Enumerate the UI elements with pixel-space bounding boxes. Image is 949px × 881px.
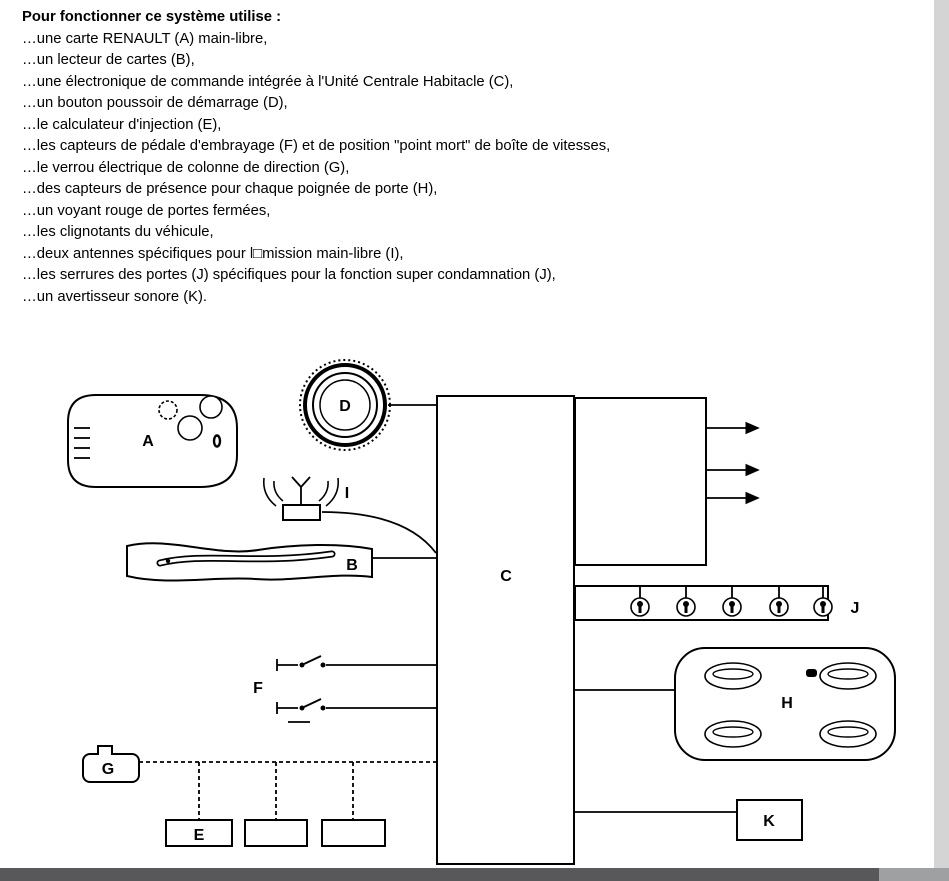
list-item: …les clignotants du véhicule,: [22, 224, 214, 240]
list-item: …un avertisseur sonore (K).: [22, 288, 208, 305]
lock-icon: [769, 586, 789, 617]
lock-icon: [813, 586, 833, 617]
page-right-margin: [934, 0, 949, 868]
label-h: H: [781, 695, 793, 712]
start-button-d: D: [299, 359, 391, 451]
bottom-box-3: [321, 819, 386, 847]
label-a: A: [142, 433, 154, 450]
intro-text: Pour fonctionner ce système utilise : …u…: [22, 7, 909, 308]
list-item: …les capteurs de pédale d'embrayage (F) …: [22, 138, 611, 154]
bottom-strip-segment: [879, 868, 949, 881]
system-diagram: C A D: [67, 359, 896, 865]
renault-card-a: A: [67, 394, 238, 488]
card-button: [177, 415, 203, 441]
steering-lock-g: G: [82, 745, 140, 783]
lock-icon: [630, 586, 650, 617]
lock-icon: [722, 586, 742, 617]
label-k: K: [763, 813, 775, 830]
card-keyring-hole: [212, 434, 222, 448]
list-item: …le calculateur d'injection (E),: [22, 116, 222, 133]
antenna-i: I: [262, 476, 349, 521]
bottom-box-2: [244, 819, 308, 847]
card-button-dashed: [158, 400, 178, 420]
radio-wave: [273, 480, 284, 502]
list-item: …deux antennes spécifiques pour l□missio…: [22, 245, 404, 262]
wire-i-c: [321, 511, 437, 554]
injection-box-e: E: [165, 819, 233, 847]
door-handles-h: H: [674, 647, 896, 761]
handle-keyhole: [806, 669, 817, 677]
label-c: C: [500, 568, 512, 585]
radio-wave: [262, 477, 277, 507]
clutch-switches-f: F: [253, 655, 437, 723]
list-item: …des capteurs de présence pour chaque po…: [22, 181, 438, 197]
radio-wave: [325, 477, 340, 507]
list-item: …le verrou électrique de colonne de dire…: [22, 159, 350, 176]
list-item: …un voyant rouge de portes fermées,: [22, 202, 271, 219]
intro-title: Pour fonctionner ce système utilise :: [22, 9, 282, 25]
switch-symbol: [276, 655, 437, 671]
label-i: I: [345, 485, 349, 502]
list-item: …un bouton poussoir de démarrage (D),: [22, 95, 288, 111]
label-f: F: [253, 680, 263, 697]
door-handle: [704, 720, 762, 748]
list-item: …un lecteur de cartes (B),: [22, 52, 195, 68]
door-locks-j: J: [574, 585, 860, 621]
door-handle: [806, 662, 877, 690]
label-d: D: [339, 398, 351, 415]
card-slot-dot: [165, 558, 171, 564]
label-j: J: [851, 600, 860, 617]
list-item: …les serrures des portes (J) spécifiques…: [22, 267, 556, 283]
radio-wave: [318, 480, 329, 502]
door-handle: [704, 662, 762, 690]
list-item: …une carte RENAULT (A) main-libre,: [22, 30, 268, 47]
output-box: [574, 397, 760, 566]
switch-symbol: [276, 698, 437, 723]
door-handle: [819, 720, 877, 748]
label-e: E: [194, 827, 205, 844]
horn-k: K: [736, 799, 803, 841]
label-g: G: [102, 761, 114, 778]
central-unit-c: C: [436, 395, 575, 865]
card-reader-b: B: [126, 542, 373, 582]
card-button: [199, 395, 223, 419]
label-b: B: [346, 557, 358, 574]
lock-icon: [676, 586, 696, 617]
bottom-window-strip: [0, 868, 949, 881]
list-item: …une électronique de commande intégrée à…: [22, 73, 514, 90]
